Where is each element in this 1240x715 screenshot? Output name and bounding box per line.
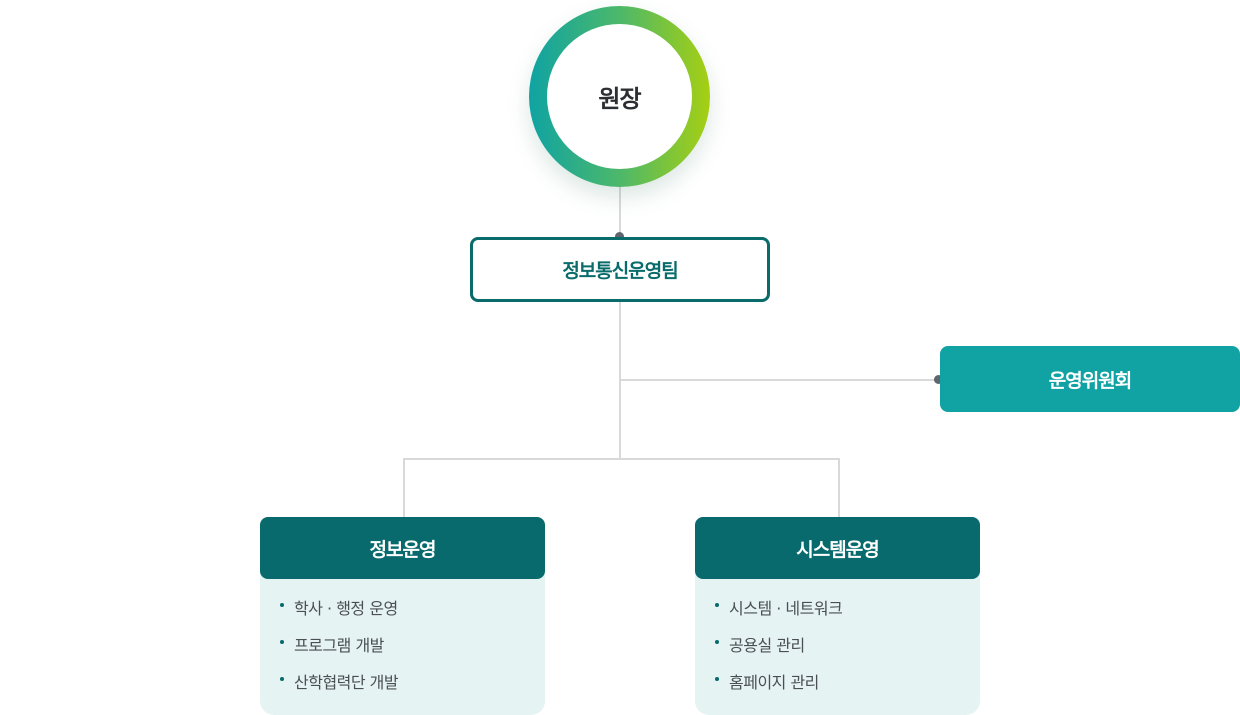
team-title: 정보통신운영팀 xyxy=(562,260,678,282)
team-node: 정보통신운영팀 xyxy=(470,237,770,302)
dept-info-ops-title: 정보운영 xyxy=(369,538,437,561)
bullet-icon xyxy=(280,640,284,644)
connector-director-team xyxy=(619,187,621,237)
connector-branch-left xyxy=(403,458,405,517)
bullet-icon xyxy=(280,677,284,681)
duty-item: 홈페이지 관리 xyxy=(715,669,980,706)
bullet-icon xyxy=(280,603,284,607)
connector-branch-right xyxy=(838,458,840,517)
connector-dot-team xyxy=(615,232,624,241)
duty-item-label: 프로그램 개발 xyxy=(294,636,384,655)
duty-item-label: 산학협력단 개발 xyxy=(294,673,399,692)
connector-team-down xyxy=(619,299,621,460)
duty-item-label: 홈페이지 관리 xyxy=(729,673,819,692)
duty-item: 시스템 · 네트워크 xyxy=(715,595,980,632)
bullet-icon xyxy=(715,640,719,644)
duty-item-label: 학사 · 행정 운영 xyxy=(294,599,398,618)
bullet-icon xyxy=(715,677,719,681)
connector-to-committee xyxy=(621,379,940,381)
director-node: 원장 xyxy=(529,6,710,187)
dept-system-ops-title: 시스템운영 xyxy=(796,538,879,561)
duty-item: 학사 · 행정 운영 xyxy=(280,595,545,632)
connector-dot-committee xyxy=(934,375,943,384)
committee-node: 운영위원회 xyxy=(940,346,1240,412)
dept-system-ops-header: 시스템운영 xyxy=(695,517,980,579)
duty-item: 산학협력단 개발 xyxy=(280,669,545,706)
bullet-icon xyxy=(715,603,719,607)
dept-system-ops-duties: 시스템 · 네트워크 공용실 관리 홈페이지 관리 xyxy=(695,571,980,715)
director-node-inner: 원장 xyxy=(547,24,692,169)
duty-list: 학사 · 행정 운영 프로그램 개발 산학협력단 개발 xyxy=(280,595,545,706)
connector-branch-horizontal xyxy=(403,458,840,460)
duty-item-label: 공용실 관리 xyxy=(729,636,805,655)
duty-item-label: 시스템 · 네트워크 xyxy=(729,599,843,618)
duty-item: 프로그램 개발 xyxy=(280,632,545,669)
dept-info-ops-header: 정보운영 xyxy=(260,517,545,579)
duty-item: 공용실 관리 xyxy=(715,632,980,669)
director-title: 원장 xyxy=(598,85,641,113)
duty-list: 시스템 · 네트워크 공용실 관리 홈페이지 관리 xyxy=(715,595,980,706)
committee-title: 운영위원회 xyxy=(1048,369,1132,392)
dept-info-ops-duties: 학사 · 행정 운영 프로그램 개발 산학협력단 개발 xyxy=(260,571,545,715)
